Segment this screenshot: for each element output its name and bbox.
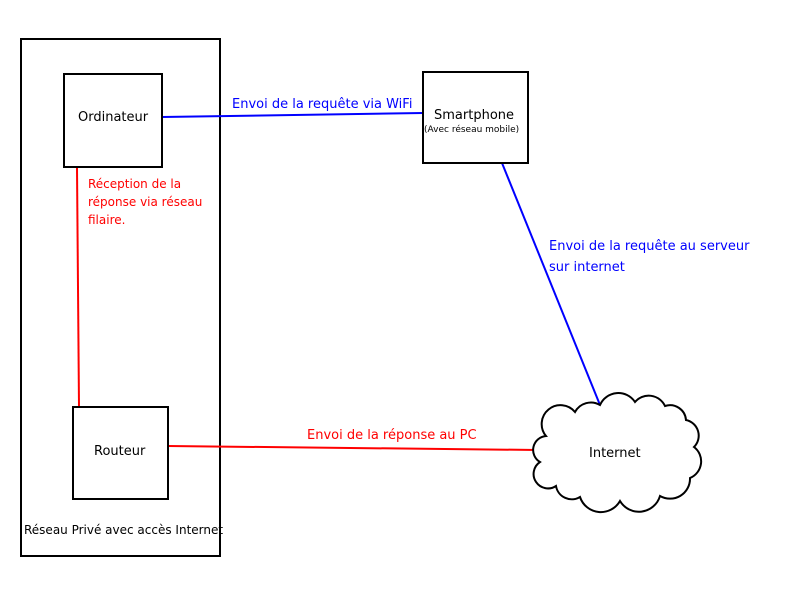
server-request-label-2: sur internet xyxy=(549,260,625,275)
smartphone-label: Smartphone xyxy=(434,108,515,123)
wired-label-2: réponse via réseau xyxy=(88,195,203,209)
internet-cloud xyxy=(532,392,703,514)
edge-response-pc xyxy=(167,445,538,451)
smartphone-node xyxy=(422,71,529,164)
internet-label: Internet xyxy=(589,446,641,461)
computer-node xyxy=(63,73,163,168)
smartphone-sublabel: (Avec réseau mobile) xyxy=(424,125,520,135)
wifi-request-label: Envoi de la requête via WiFi xyxy=(232,97,413,112)
computer-label: Ordinateur xyxy=(78,110,149,125)
response-pc-label: Envoi de la réponse au PC xyxy=(307,428,477,443)
router-node xyxy=(72,406,169,500)
edge-wired-response xyxy=(76,167,80,408)
edge-server-request xyxy=(501,162,601,406)
private-network-frame xyxy=(20,38,221,557)
network-label: Réseau Privé avec accès Internet xyxy=(24,523,224,537)
wired-label-1: Réception de la xyxy=(88,177,182,191)
router-label: Routeur xyxy=(94,444,146,459)
edge-wifi-request xyxy=(161,112,424,118)
server-request-label-1: Envoi de la requête au serveur xyxy=(549,239,750,254)
wired-label-3: filaire. xyxy=(88,213,126,227)
